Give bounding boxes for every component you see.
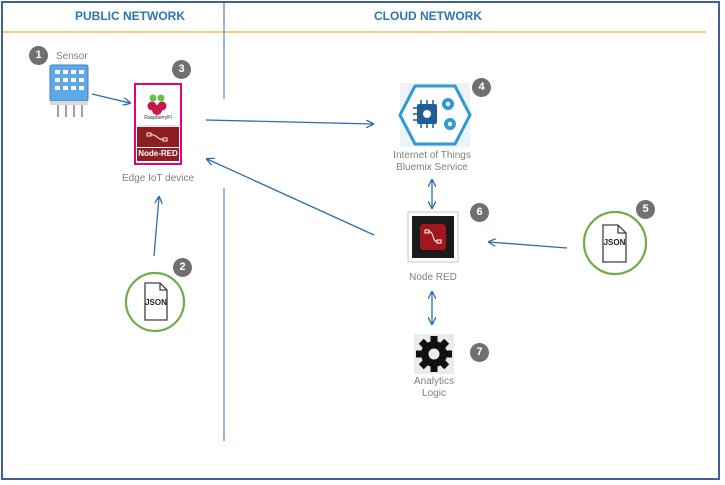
arrow-json-to-edge <box>153 197 159 257</box>
arrow-edge-to-iot <box>205 119 373 124</box>
node-red-box <box>407 211 459 263</box>
node-red-icon <box>146 132 168 142</box>
edge-node-red-text: Node-RED <box>138 149 178 158</box>
node-red-icon <box>424 229 442 244</box>
badge-3: 3 <box>172 60 191 79</box>
badge-6: 6 <box>470 203 489 222</box>
json-right-text: JSON <box>603 238 626 247</box>
sensor-label: Sensor <box>56 51 88 62</box>
badge-4: 4 <box>472 78 491 97</box>
arrow-sensor-to-edge <box>91 93 130 103</box>
header-cloud-network: CLOUD NETWORK <box>374 9 482 23</box>
raspberry-pi-icon <box>147 94 167 115</box>
json-left-text: JSON <box>145 298 167 307</box>
gear-icon <box>414 334 454 374</box>
rpi-brand-text: RaspberryPi <box>144 115 172 121</box>
sensor-icon <box>49 64 89 117</box>
json-doc-icon <box>602 224 627 263</box>
arrow-json-to-nodered <box>489 242 568 249</box>
header-public-network: PUBLIC NETWORK <box>75 9 185 23</box>
diagram-frame <box>1 1 720 480</box>
edge-device-label: Edge IoT device <box>121 173 195 184</box>
analytics-label-line2: Logic <box>422 388 446 399</box>
arrow-nodered-to-edge <box>207 159 375 236</box>
node-red-label: Node RED <box>409 272 457 283</box>
iot-hexagon-icon <box>398 83 472 147</box>
badge-1: 1 <box>29 46 48 65</box>
json-doc-left <box>124 271 186 333</box>
edge-device-icon <box>134 83 182 165</box>
json-doc-icon <box>144 282 168 321</box>
analytics-label-line1: Analytics <box>413 376 454 387</box>
badge-2: 2 <box>173 258 192 277</box>
iot-label-line2: Bluemix Service <box>396 162 468 173</box>
badge-5: 5 <box>636 200 655 219</box>
badge-7: 7 <box>470 343 489 362</box>
json-doc-right <box>582 210 648 276</box>
iot-label-line1: Internet of Things <box>393 150 471 161</box>
iot-label: Internet of Things Bluemix Service <box>376 150 488 174</box>
analytics-label: Analytics Logic <box>400 376 468 400</box>
